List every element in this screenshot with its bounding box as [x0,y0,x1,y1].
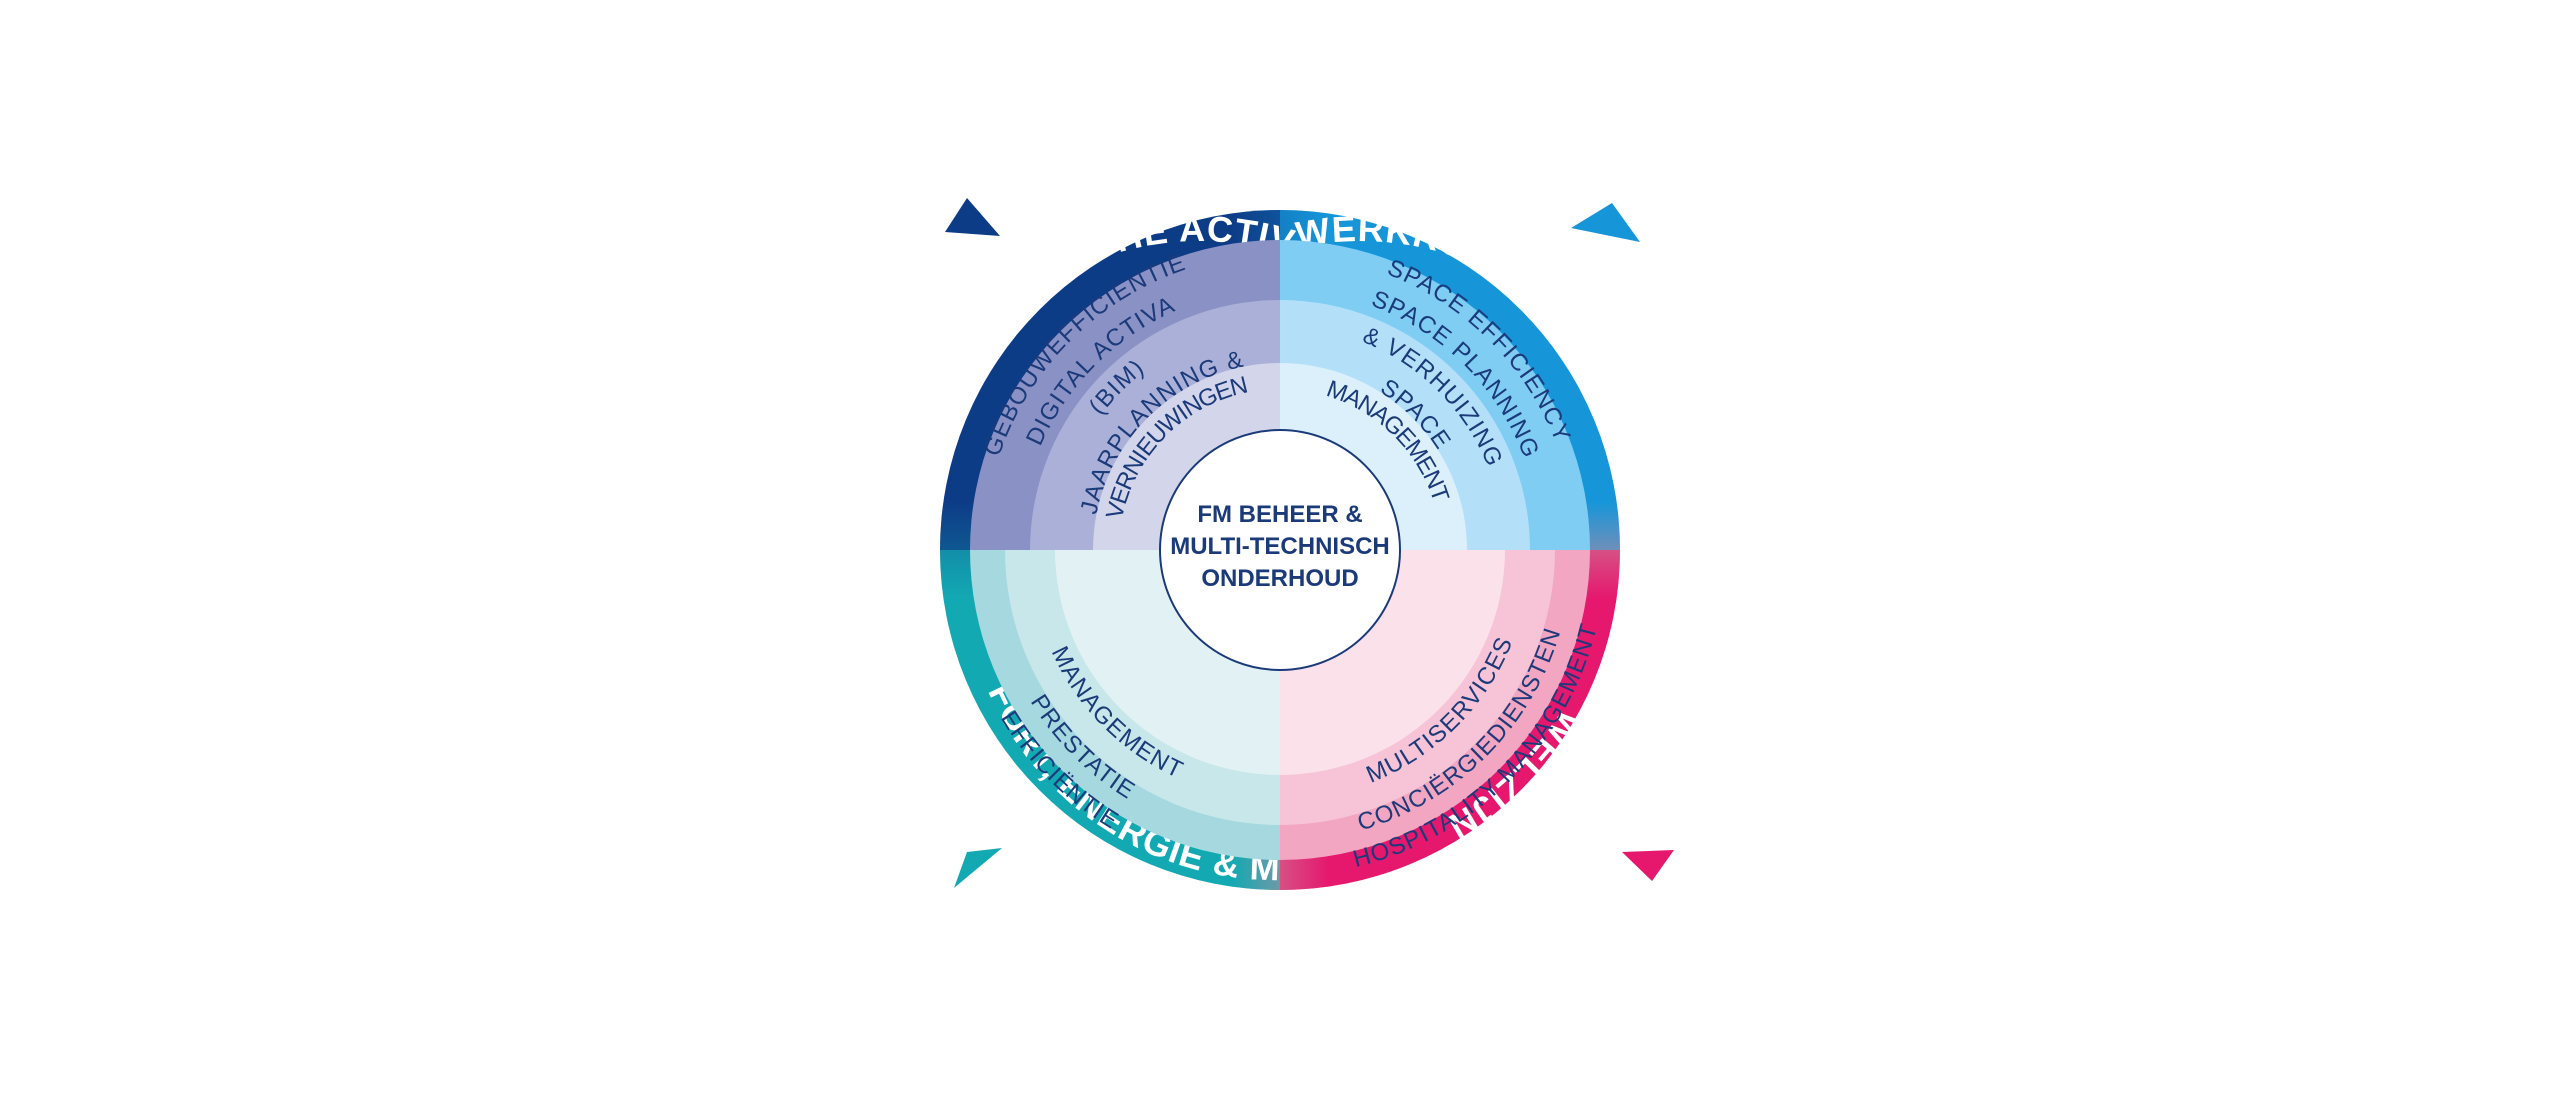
center-hub: FM BEHEER & MULTI-TECHNISCH ONDERHOUD [1159,429,1401,671]
center-circle [1159,429,1401,671]
arrow-heads [945,198,1674,888]
arrow-top-right-icon [1571,203,1640,242]
center-line-1: FM BEHEER & [1197,501,1362,528]
arrow-top-left-icon [945,198,1000,236]
arrow-bottom-left-icon [954,848,1002,888]
center-line-3: ONDERHOUD [1201,565,1358,592]
arrow-bottom-right-icon [1622,850,1674,881]
center-line-2: MULTI-TECHNISCH [1170,533,1390,560]
